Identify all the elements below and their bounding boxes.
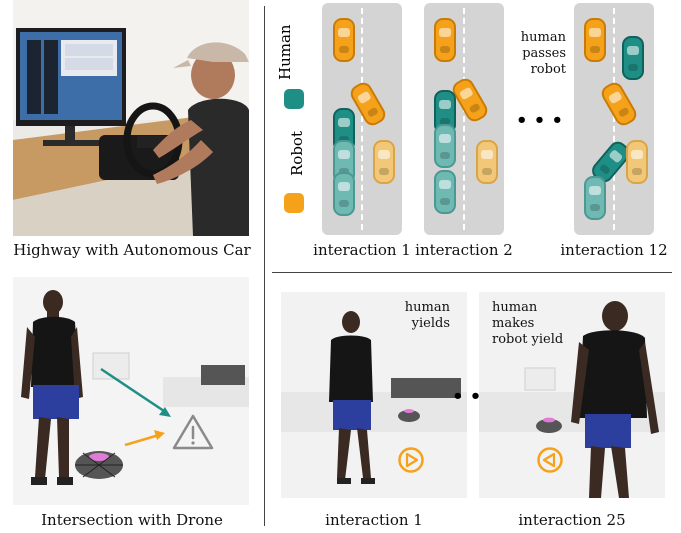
frame-interaction-1	[281, 292, 467, 498]
annotation-human-makes-robot-yield: human makes robot yield	[492, 300, 564, 347]
robot-car-trail	[476, 140, 498, 184]
human-car-trail	[333, 172, 355, 216]
warning-triangle-icon	[172, 414, 214, 450]
caption-interaction-1: interaction 1	[313, 241, 411, 259]
legend-robot-label: Robot	[288, 131, 306, 176]
frame-interaction-25	[479, 292, 665, 498]
robot-car	[333, 18, 355, 62]
human-car-trail	[434, 124, 456, 168]
robot-car-trail	[373, 140, 395, 184]
annotation-human-passes-robot: human passes robot	[520, 30, 566, 77]
caption-highway: Highway with Autonomous Car	[13, 241, 251, 259]
caption-interaction-2: interaction 2	[415, 241, 513, 259]
caption-drone: Intersection with Drone	[41, 511, 223, 529]
human-car	[434, 90, 456, 134]
caption-interaction-12: interaction 12	[560, 241, 668, 259]
ellipsis-top: • • •	[516, 110, 564, 131]
lane-divider	[463, 8, 465, 230]
play-right-icon	[398, 447, 424, 473]
vertical-divider	[264, 6, 265, 526]
legend-human-swatch	[284, 89, 304, 109]
robot-car-trail	[626, 140, 648, 184]
human-car-trail	[434, 170, 456, 214]
play-left-icon	[537, 447, 563, 473]
legend-human-label: Human	[276, 24, 294, 80]
caption-bottom-interaction-25: interaction 25	[518, 511, 626, 529]
human-car	[622, 36, 644, 80]
annotation-human-yields: human yields	[404, 300, 450, 331]
human-car-trail	[584, 176, 606, 220]
drone-intersection-photo	[13, 277, 249, 505]
robot-car	[584, 18, 606, 62]
caption-bottom-interaction-1: interaction 1	[325, 511, 423, 529]
horizontal-divider	[272, 272, 672, 273]
lane-divider	[361, 8, 363, 230]
driving-photo	[13, 0, 249, 236]
legend-robot-swatch	[284, 193, 304, 213]
robot-car	[434, 18, 456, 62]
